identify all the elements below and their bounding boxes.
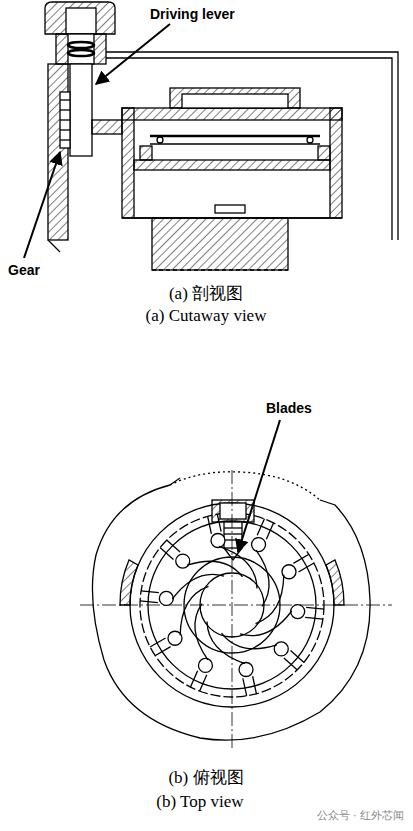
iris-part	[217, 514, 221, 532]
iris-part	[239, 662, 253, 676]
cutaway-view	[45, 2, 398, 270]
iris-part	[200, 675, 207, 691]
part-label: Driving lever	[150, 6, 235, 22]
iris-part	[190, 671, 197, 687]
iris-part	[198, 658, 212, 672]
figure-caption: (a) Cutaway view	[146, 306, 267, 326]
iris-part	[140, 601, 158, 603]
iris-part	[240, 611, 292, 636]
iris-part	[305, 617, 323, 619]
iris-part	[208, 516, 212, 534]
iris-part	[306, 607, 324, 609]
iris-part	[172, 574, 224, 599]
iris-part	[160, 547, 173, 559]
iris-part	[159, 591, 173, 605]
iris-part	[141, 591, 159, 593]
iris-part	[243, 678, 247, 696]
iris-part	[256, 550, 269, 606]
iris-part	[253, 676, 257, 694]
figure-caption: (b) Top view	[156, 792, 243, 812]
watermark: 公众号 · 红外芯闻	[317, 808, 405, 823]
iris-part	[274, 642, 288, 656]
iris-part	[195, 604, 208, 660]
iris-part	[252, 538, 266, 552]
iris-part	[293, 554, 309, 563]
leader-arrow	[24, 152, 60, 258]
iris-part	[284, 658, 297, 670]
iris-part	[155, 647, 171, 656]
iris-part	[266, 523, 273, 539]
iris-part	[167, 540, 180, 552]
part-label: Gear	[8, 262, 40, 278]
iris-part	[219, 546, 257, 588]
iris-part	[298, 563, 314, 572]
iris-part	[207, 622, 245, 664]
figure-caption: (a) 剖视图	[169, 282, 243, 305]
top-view	[80, 470, 392, 750]
iris-part	[291, 605, 305, 619]
iris-part	[187, 561, 242, 577]
iris-part	[180, 586, 208, 635]
iris-part	[150, 638, 166, 647]
iris-part	[257, 519, 264, 535]
iris-part	[256, 575, 284, 624]
leader-arrow	[96, 24, 170, 84]
leader-arrow	[238, 420, 280, 552]
figure-caption: (b) 俯视图	[168, 766, 243, 789]
iris-part	[176, 554, 190, 568]
part-label: Blades	[266, 400, 312, 416]
iris-part	[291, 651, 304, 663]
iris-part	[222, 633, 277, 649]
iris-part	[211, 534, 225, 548]
